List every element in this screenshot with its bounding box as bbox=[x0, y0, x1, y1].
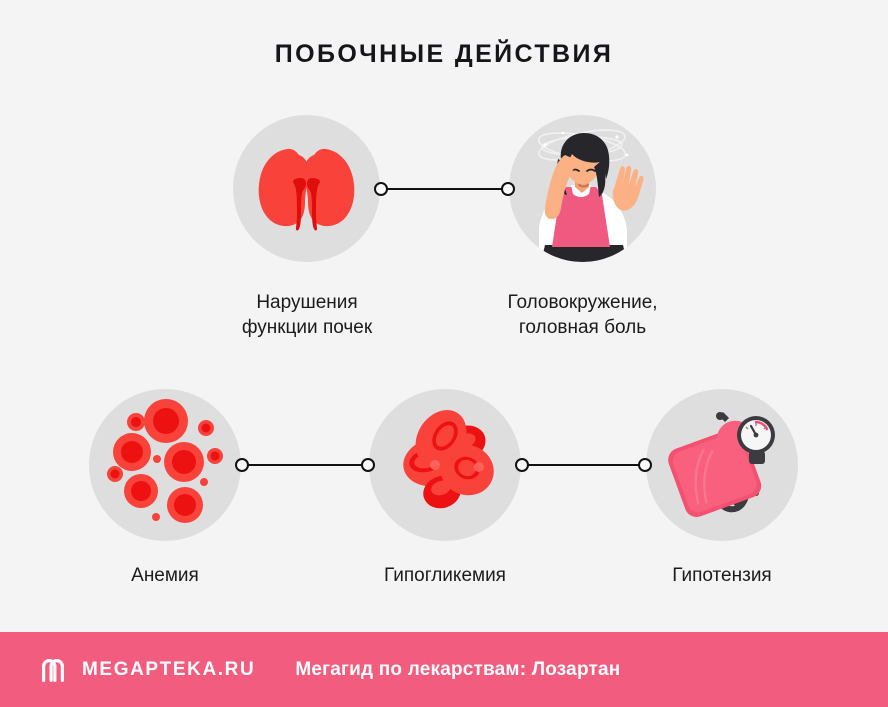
footer-bar: MEGAPTEKA.RU Мегагид по лекарствам: Лоза… bbox=[0, 632, 888, 707]
anemia-label: Анемия bbox=[131, 565, 199, 586]
hypotension-bubble bbox=[646, 389, 798, 541]
dizziness-label: Головокружение, головная боль bbox=[507, 292, 658, 338]
connector-line bbox=[522, 464, 645, 467]
dizzy-woman-icon bbox=[537, 129, 644, 262]
blood-cells-cluster-icon bbox=[403, 410, 494, 509]
blood-pressure-monitor-icon bbox=[668, 412, 775, 518]
connector-endpoint-left bbox=[235, 458, 249, 472]
connector-endpoint-right bbox=[638, 458, 652, 472]
page-title: ПОБОЧНЫЕ ДЕЙСТВИЯ bbox=[274, 40, 614, 68]
kidneys-icon bbox=[258, 148, 355, 231]
connector-endpoint-right bbox=[361, 458, 375, 472]
connector-anemia-hypoglycemia bbox=[235, 458, 375, 472]
hypoglycemia-label: Гипогликемия bbox=[384, 565, 506, 586]
kidney-label: Нарушения функции почек bbox=[241, 292, 373, 338]
megapteka-m-logo bbox=[42, 658, 64, 682]
connector-endpoint-right bbox=[501, 182, 515, 196]
connector-hypoglycemia-hypotension bbox=[515, 458, 652, 472]
hypoglycemia-bubble bbox=[369, 389, 521, 541]
connector-kidney-dizziness bbox=[374, 182, 515, 196]
connector-line bbox=[381, 188, 508, 191]
blood-cells-scattered-icon bbox=[107, 399, 223, 523]
connector-endpoint-left bbox=[374, 182, 388, 196]
connector-endpoint-left bbox=[515, 458, 529, 472]
dizziness-bubble bbox=[509, 115, 656, 262]
kidney-bubble bbox=[233, 115, 380, 262]
connector-line bbox=[242, 464, 368, 467]
anemia-bubble bbox=[89, 389, 241, 541]
hypotension-label: Гипотензия bbox=[672, 565, 772, 586]
footer-brand[interactable]: MEGAPTEKA.RU bbox=[82, 658, 256, 680]
footer-tagline: Мегагид по лекарствам: Лозартан bbox=[295, 658, 621, 680]
